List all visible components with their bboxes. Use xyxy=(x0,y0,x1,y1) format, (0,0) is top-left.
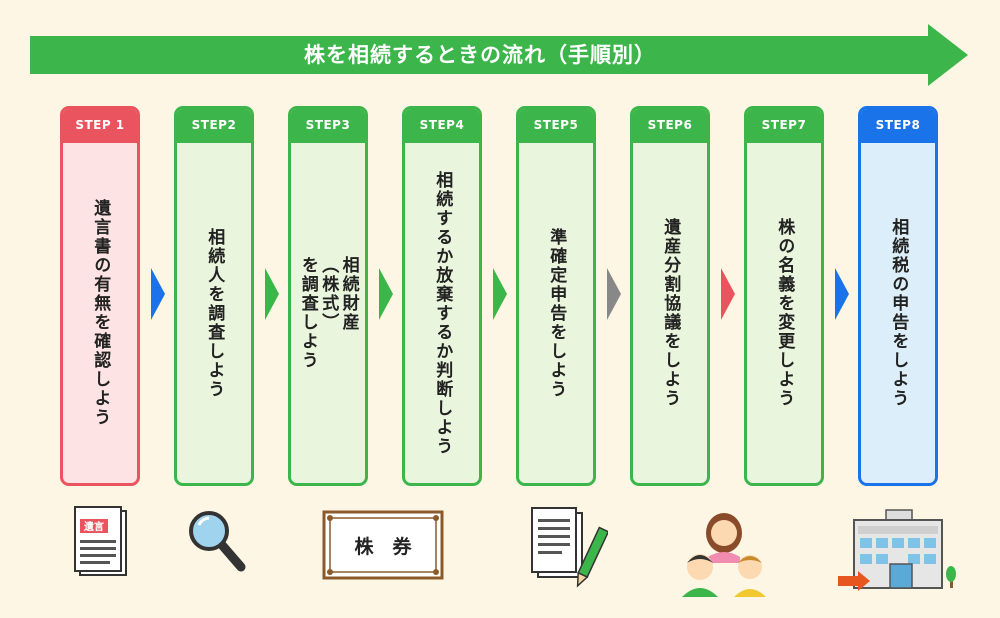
stock-certificate-icon: 株 券 xyxy=(322,510,444,580)
tax-office-building-icon xyxy=(838,509,956,591)
step-5-text: 準確定申告をしよう xyxy=(546,227,567,399)
step-2-label: STEP2 xyxy=(177,109,251,143)
will-document-icon: 遺言 xyxy=(74,506,127,576)
step-arrow-6 xyxy=(721,268,735,320)
step-2-text: 相続人を調査しよう xyxy=(204,227,225,399)
step-3-card: STEP3 相続財産 （株式） を調査しよう xyxy=(288,106,368,486)
step-7-text: 株の名義を変更しよう xyxy=(774,218,795,408)
step-5-card: STEP5 準確定申告をしよう xyxy=(516,106,596,486)
step-1-text: 遺言書の有無を確認しよう xyxy=(90,199,111,427)
step-1-label: STEP 1 xyxy=(63,109,137,143)
banner-arrow-shape xyxy=(30,24,968,86)
step-5-label: STEP5 xyxy=(519,109,593,143)
step-8-text: 相続税の申告をしよう xyxy=(888,218,909,408)
stock-certificate-label: 株 券 xyxy=(354,535,412,558)
step-arrow-2 xyxy=(265,268,279,320)
step-6-label: STEP6 xyxy=(633,109,707,143)
step-7-card: STEP7 株の名義を変更しよう xyxy=(744,106,824,486)
step-3-label: STEP3 xyxy=(291,109,365,143)
step-4-text: 相続するか放棄するか判断しよう xyxy=(432,170,453,456)
step-7-label: STEP7 xyxy=(747,109,821,143)
banner-title: 株を相続するときの流れ（手順別） xyxy=(304,43,656,67)
flow-banner: 株を相続するときの流れ（手順別） xyxy=(0,0,1000,90)
step-3-text: 相続財産 （株式） を調査しよう xyxy=(297,256,359,370)
step-8-card: STEP8 相続税の申告をしよう xyxy=(858,106,938,486)
step-arrow-1 xyxy=(151,268,165,320)
step-arrow-3 xyxy=(379,268,393,320)
will-label: 遺言 xyxy=(83,520,104,533)
magnifying-glass-icon xyxy=(189,511,246,572)
step-arrow-7 xyxy=(835,268,849,320)
documents-pen-icon xyxy=(531,507,608,588)
step-arrow-4 xyxy=(493,268,507,320)
step-4-label: STEP4 xyxy=(405,109,479,143)
step-6-card: STEP6 遺産分割協議をしよう xyxy=(630,106,710,486)
family-icon xyxy=(682,513,766,597)
step-2-card: STEP2 相続人を調査しよう xyxy=(174,106,254,486)
step-8-label: STEP8 xyxy=(861,109,935,143)
step-arrow-5 xyxy=(607,268,621,320)
step-1-card: STEP 1 遺言書の有無を確認しよう xyxy=(60,106,140,486)
step-6-text: 遺産分割協議をしよう xyxy=(660,218,681,408)
step-4-card: STEP4 相続するか放棄するか判断しよう xyxy=(402,106,482,486)
